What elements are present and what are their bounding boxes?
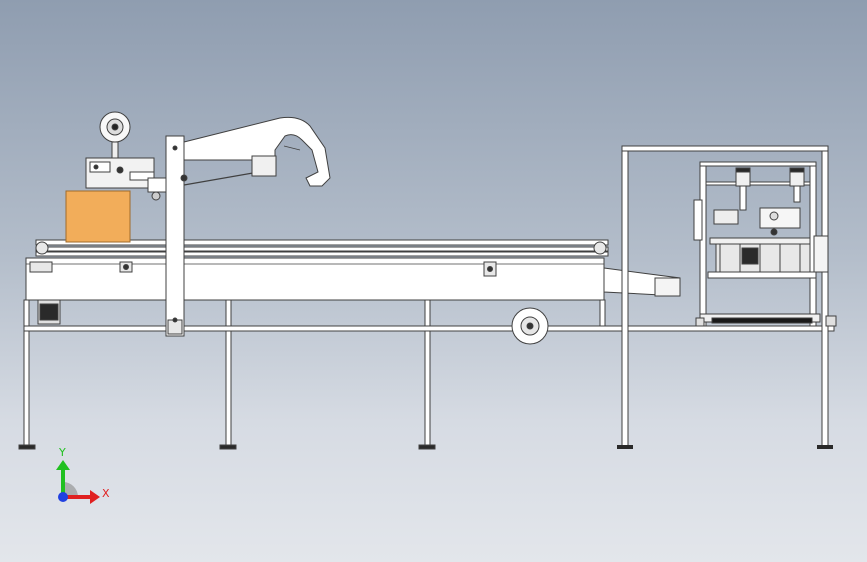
conveyor-belt [35,239,609,246]
leveling-foot [418,444,436,450]
gantry-post [165,135,185,337]
base-rail [23,325,835,332]
gantry-arm [183,116,331,187]
conveyor-leg [599,299,606,329]
conveyor-leg [225,299,232,447]
coordinate-triad: Y X [56,446,110,504]
folding-station [617,145,837,449]
conveyor-leg [424,299,431,447]
tape-applicator [85,111,331,337]
pallet-table [709,237,811,245]
leveling-foot [219,444,237,450]
discharge-chute [603,267,681,297]
frame-post [621,145,629,447]
leveling-foot [617,445,633,449]
leveling-foot [18,444,36,450]
conveyor-leg [23,299,30,447]
conveyor-section [18,239,835,450]
carton-box [65,190,131,243]
frame-post [821,145,829,447]
base-plate [711,317,813,324]
leveling-foot [817,445,833,449]
air-cylinder [789,171,805,187]
conveyor-belt [35,246,609,252]
y-axis-label: Y [58,446,66,459]
frame-top-beam [621,145,829,152]
z-axis-dot [58,492,68,502]
air-cylinder [735,171,751,187]
x-axis-label: X [102,487,110,500]
